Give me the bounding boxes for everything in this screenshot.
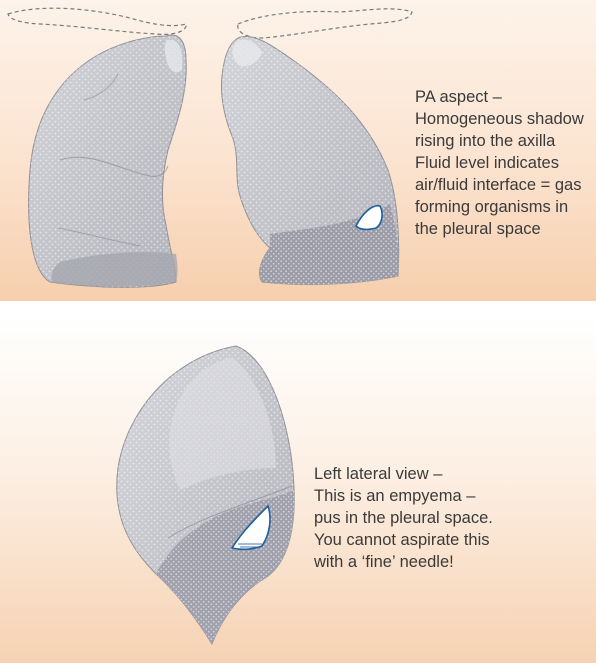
caption-line: air/fluid interface = gas xyxy=(415,174,584,196)
pa-view-caption: PA aspect – Homogeneous shadow rising in… xyxy=(415,86,584,240)
caption-line: You cannot aspirate this xyxy=(314,529,493,551)
lateral-view-illustration xyxy=(0,318,596,663)
right-clavicle-outline xyxy=(8,8,186,34)
left-lung-with-effusion xyxy=(221,36,398,284)
caption-line: This is an empyema – xyxy=(314,485,493,507)
caption-line: pus in the pleural space. xyxy=(314,507,493,529)
right-lung xyxy=(29,35,187,287)
caption-line: Homogeneous shadow xyxy=(415,108,584,130)
caption-line: rising into the axilla xyxy=(415,130,584,152)
left-lateral-lung xyxy=(117,346,294,644)
caption-line: Left lateral view – xyxy=(314,463,493,485)
caption-line: with a ‘fine’ needle! xyxy=(314,551,493,573)
caption-line: PA aspect – xyxy=(415,86,584,108)
lateral-view-panel: Left lateral view – This is an empyema –… xyxy=(0,318,596,663)
caption-line: Fluid level indicates xyxy=(415,152,584,174)
caption-line: forming organisms in xyxy=(415,196,584,218)
caption-line: the pleural space xyxy=(415,218,584,240)
pa-view-panel: PA aspect – Homogeneous shadow rising in… xyxy=(0,0,596,301)
lateral-view-caption: Left lateral view – This is an empyema –… xyxy=(314,463,493,573)
left-clavicle-outline xyxy=(238,9,412,38)
